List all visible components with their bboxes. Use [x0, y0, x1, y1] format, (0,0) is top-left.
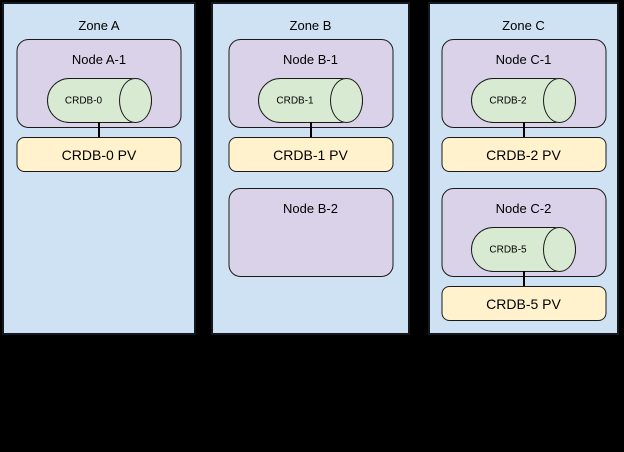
crdb-1-label: CRDB-1	[276, 95, 314, 106]
crdb-5-pv: CRDB-5 PV	[441, 286, 606, 321]
crdb-5-label: CRDB-5	[489, 244, 527, 255]
node-c1: Node C-1 CRDB-2	[441, 39, 606, 128]
zone-b-label: Zone B	[289, 18, 332, 33]
crdb-2-pv: CRDB-2 PV	[441, 137, 606, 172]
zone-a-label: Zone A	[78, 18, 120, 33]
cylinder-cap	[330, 77, 364, 124]
cylinder-cap	[543, 226, 577, 273]
crdb-2-label: CRDB-2	[489, 95, 527, 106]
connector-crdb0-to-pv	[98, 122, 100, 137]
node-b1: Node B-1 CRDB-1	[228, 39, 393, 128]
connector-crdb1-to-pv	[309, 122, 312, 137]
zone-c: Zone C Node C-1 CRDB-2 CRDB-2 PV Node C-…	[428, 2, 619, 335]
connector-crdb2-to-pv	[522, 122, 525, 137]
zone-a: Zone A Node A-1 CRDB-0 CRDB-0 PV	[2, 2, 196, 335]
node-b1-label: Node B-1	[283, 52, 338, 67]
cylinder-cap	[543, 77, 577, 124]
zone-c-label: Zone C	[502, 18, 545, 33]
crdb-2-cylinder: CRDB-2	[471, 77, 577, 124]
node-c1-label: Node C-1	[495, 52, 552, 67]
crdb-1-cylinder: CRDB-1	[258, 77, 364, 124]
crdb-0-label: CRDB-0	[64, 95, 103, 106]
node-b2-label: Node B-2	[283, 201, 338, 216]
node-a1-label: Node A-1	[71, 52, 127, 67]
crdb-0-pv: CRDB-0 PV	[16, 137, 182, 172]
crdb-5-cylinder: CRDB-5	[471, 226, 577, 273]
crdb-0-cylinder: CRDB-0	[46, 77, 152, 124]
node-b2: Node B-2	[228, 188, 393, 277]
node-a1: Node A-1 CRDB-0	[16, 39, 182, 128]
crdb-1-pv: CRDB-1 PV	[228, 137, 393, 172]
zone-b: Zone B Node B-1 CRDB-1 CRDB-1 PV Node B-…	[211, 2, 410, 335]
cylinder-cap	[118, 77, 152, 124]
node-c2-label: Node C-2	[495, 201, 552, 216]
connector-crdb5-to-pv	[522, 271, 525, 286]
node-c2: Node C-2 CRDB-5	[441, 188, 606, 277]
